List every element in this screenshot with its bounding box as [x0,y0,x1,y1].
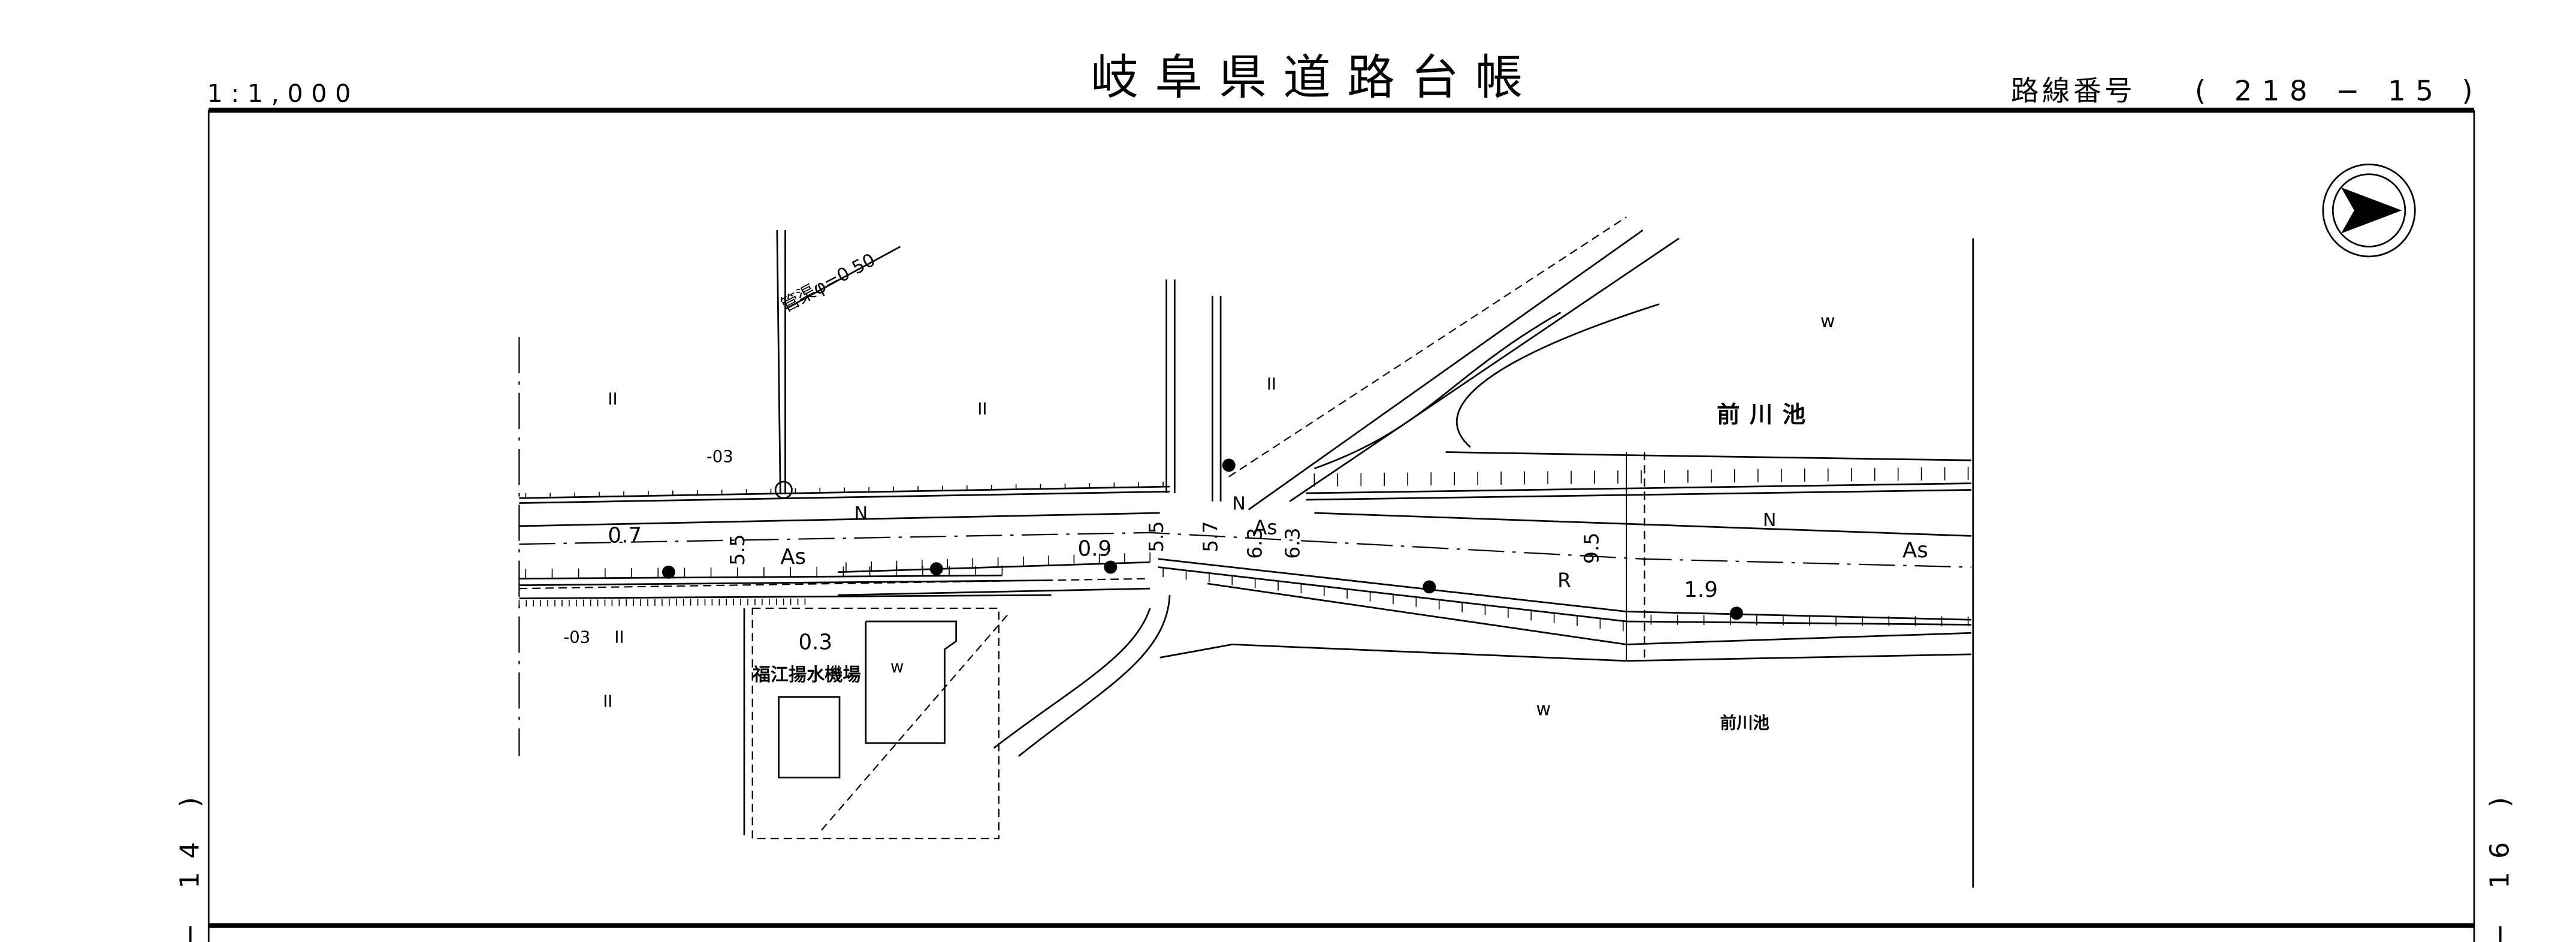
curb-ticks [518,467,1969,632]
dimension: 6.3 [1243,527,1267,558]
sheet-ref-right: − 16 ) [2485,784,2515,942]
dimension: 0.7 [608,523,642,548]
surface-mark: As [780,545,806,569]
sidewalk-mark: N [1763,510,1777,531]
pond-name: 前川池 [1717,401,1815,428]
sidewalk-mark: N [854,503,868,524]
north-arrow-icon [2322,163,2416,258]
paddy-mark: II [603,693,612,711]
water-mark: w [1536,699,1551,720]
dimension: 5.5 [1144,521,1168,552]
parcels [518,230,1743,840]
elevation-label: -03 [706,448,733,466]
dimension: 1.9 [1684,578,1718,602]
pipe-label: 管渠φ=0 50 [778,249,879,316]
water-mark: w [890,658,904,677]
dimension: 5.5 [726,534,749,565]
elevation-label: -03 [563,629,590,647]
scale-label: 1:1,000 [207,79,359,108]
paddy-mark: II [977,400,987,418]
facility-name: 福江揚水機場 [752,665,861,686]
paddy-mark: II [1267,375,1276,394]
surface-mark: As [1254,516,1278,539]
water-mark: w [1820,311,1835,332]
main-road [519,452,1972,662]
sidewalk-mark: N [1232,493,1246,514]
paddy-mark: II [608,390,617,409]
side-roads [821,216,1974,888]
sheet-ref-left: − 14 ) [175,784,206,942]
pond-name-small: 前川池 [1720,713,1769,732]
dimension: 9.5 [1580,533,1603,564]
retaining-mark: R [1557,568,1571,591]
surface-mark: As [1902,538,1928,563]
route-number: ( 218 − 15 ) [2195,74,2483,107]
paddy-mark: II [614,629,624,647]
sheet-title: 岐阜県道路台帳 [1091,49,1539,105]
dimension: 5.7 [1199,521,1222,552]
dimension: 0.3 [798,630,832,655]
dimension: 0.9 [1078,536,1112,561]
map-labels: 管渠φ=0 50 -03 -03 II II II II II N N N As… [563,249,1928,732]
route-label: 路線番号 [2011,74,2136,107]
dimension: 6.3 [1281,527,1304,558]
